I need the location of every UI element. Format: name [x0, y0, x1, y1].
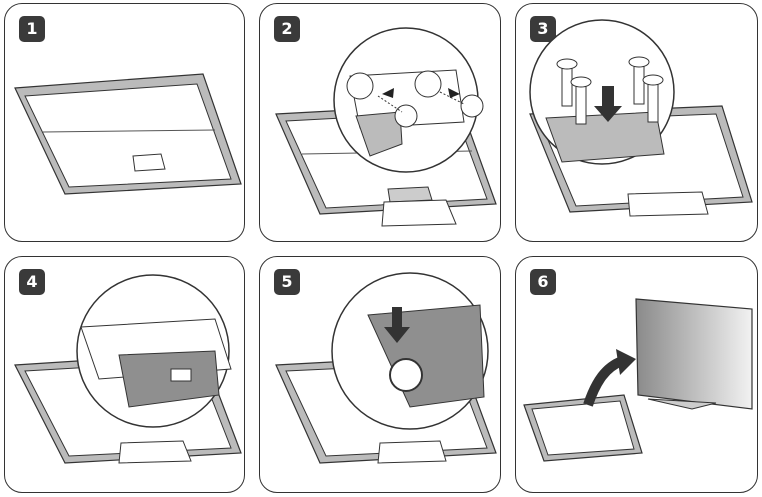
- step-1-panel: 1: [4, 3, 245, 242]
- step-6-panel: 6: [515, 256, 758, 493]
- step-5-illustration: [260, 257, 501, 493]
- step-3-illustration: [516, 4, 758, 242]
- clip-slot-left: [347, 73, 373, 99]
- step-3-panel: 3: [515, 3, 758, 242]
- step-4-panel: 4: [4, 256, 245, 493]
- step-1-illustration: [5, 4, 245, 242]
- step-5-panel: 5: [259, 256, 501, 493]
- step-4-illustration: [5, 257, 245, 493]
- step-6-illustration: [516, 257, 758, 493]
- step-2-panel: 2: [259, 3, 501, 242]
- tv-screen: [636, 299, 752, 409]
- step-2-illustration: [260, 4, 501, 242]
- clip-slot-right: [415, 71, 441, 97]
- screw-head-icon: [390, 359, 422, 391]
